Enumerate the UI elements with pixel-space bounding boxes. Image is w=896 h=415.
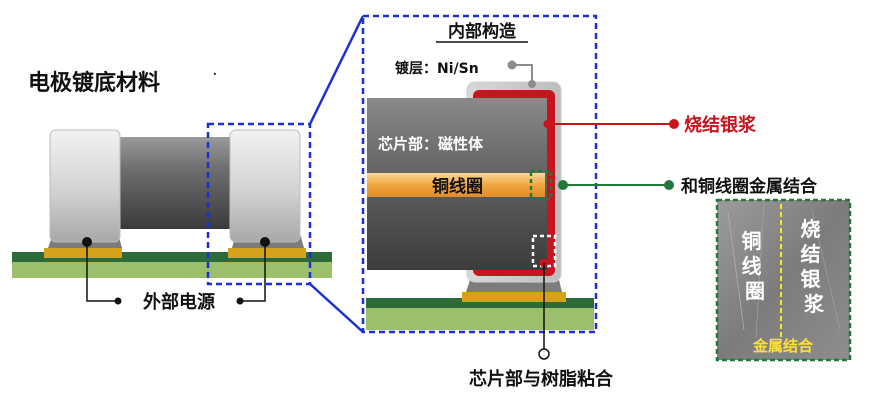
plating-leader [512, 64, 533, 84]
micrograph-texture [811, 209, 841, 331]
zoom-line-bottom [309, 283, 364, 333]
resin-label-dot [538, 348, 550, 360]
right-pad [228, 248, 306, 258]
micrograph-copper-label: 铜 线 圈 [742, 229, 769, 303]
micrograph-copper-char: 铜 [742, 229, 762, 253]
inductor-body [116, 137, 234, 229]
internal-structure-title: 内部构造 [448, 21, 517, 42]
zoom-pcb-board [366, 308, 594, 330]
copper-metal-bond-label: 和铜线圈金属结合 [681, 176, 818, 197]
metal-bond-highlight [529, 169, 553, 201]
plating-target-dot [528, 80, 536, 88]
pcb-board [12, 262, 332, 278]
micrograph-silver-char: 浆 [803, 292, 825, 316]
sintered-silver-label: 烧结银浆 [684, 114, 757, 136]
micrograph-silver-char: 银 [801, 267, 822, 291]
title: 电极镀底材料 [28, 70, 160, 96]
zoom-region-box [206, 122, 312, 286]
chip-resin-bond-label: 芯片部与树脂粘合 [469, 368, 614, 390]
micrograph-silver-char: 烧 [801, 217, 821, 241]
pcb-top-layer [12, 252, 332, 262]
zoom-pad [462, 292, 566, 302]
micrograph-texture [727, 211, 745, 331]
micrograph-silver-label: 烧 结 银 浆 [801, 217, 828, 316]
right-terminal [229, 129, 301, 243]
copper-coil-label: 铜线圈 [432, 176, 483, 197]
external-electrode-label: 外部电源 [143, 291, 215, 313]
left-terminal [49, 129, 121, 243]
plating-label: 镀层：Ni/Sn [395, 60, 479, 77]
electrode-label-dot-left [114, 297, 122, 305]
micrograph-silver-char: 结 [801, 242, 821, 266]
micrograph-panel [715, 198, 852, 362]
silver-label-dot [669, 119, 679, 129]
copper-coil [367, 173, 545, 197]
left-electrode-leader [86, 242, 118, 302]
micrograph-copper-char: 圈 [745, 279, 765, 303]
zoom-line-top [308, 15, 365, 125]
micrograph-copper-char: 线 [742, 254, 762, 278]
stray-mark: · [212, 64, 218, 85]
micrograph-bond-label: 金属结合 [752, 337, 814, 355]
right-electrode-leader [240, 242, 266, 302]
micrograph-texture [755, 203, 765, 339]
left-pad [44, 248, 122, 258]
chip-magnetic-label: 芯片部：磁性体 [378, 135, 484, 153]
zoom-pcb-top-layer [366, 298, 594, 308]
electrode-label-dot-right [236, 297, 244, 305]
bond-label-dot [664, 180, 674, 190]
